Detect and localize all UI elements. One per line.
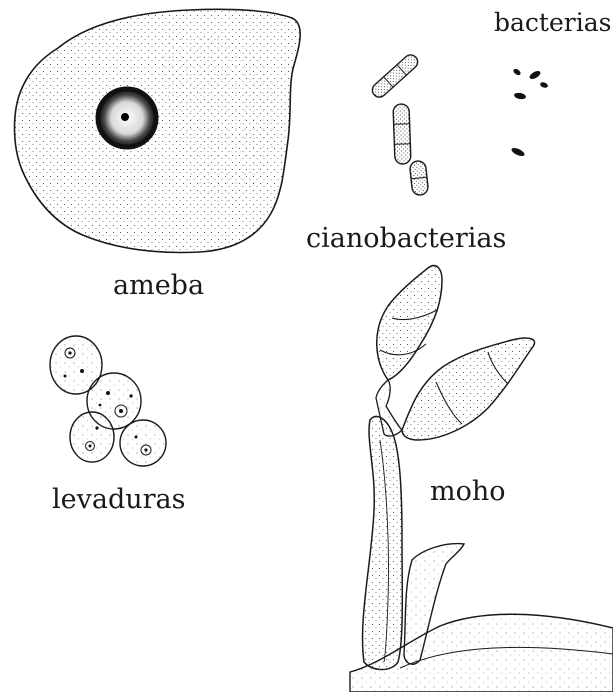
yeast-cell: [70, 412, 114, 462]
label-ameba: ameba: [113, 272, 204, 299]
cyanobacteria-group: [370, 52, 429, 196]
yeast-group: [50, 336, 166, 466]
label-bacterias: bacterias: [494, 10, 611, 35]
label-moho: moho: [430, 478, 506, 505]
mold-spore-upper: [377, 266, 442, 380]
ameba-nucleolus: [121, 113, 129, 121]
ameba-cell: [15, 9, 301, 252]
label-cianobacterias: cianobacterias: [306, 225, 506, 252]
bacteria-group: [510, 68, 548, 158]
label-levaduras: levaduras: [52, 486, 186, 513]
yeast-cell: [120, 420, 166, 466]
mold-spore-right: [402, 338, 535, 440]
